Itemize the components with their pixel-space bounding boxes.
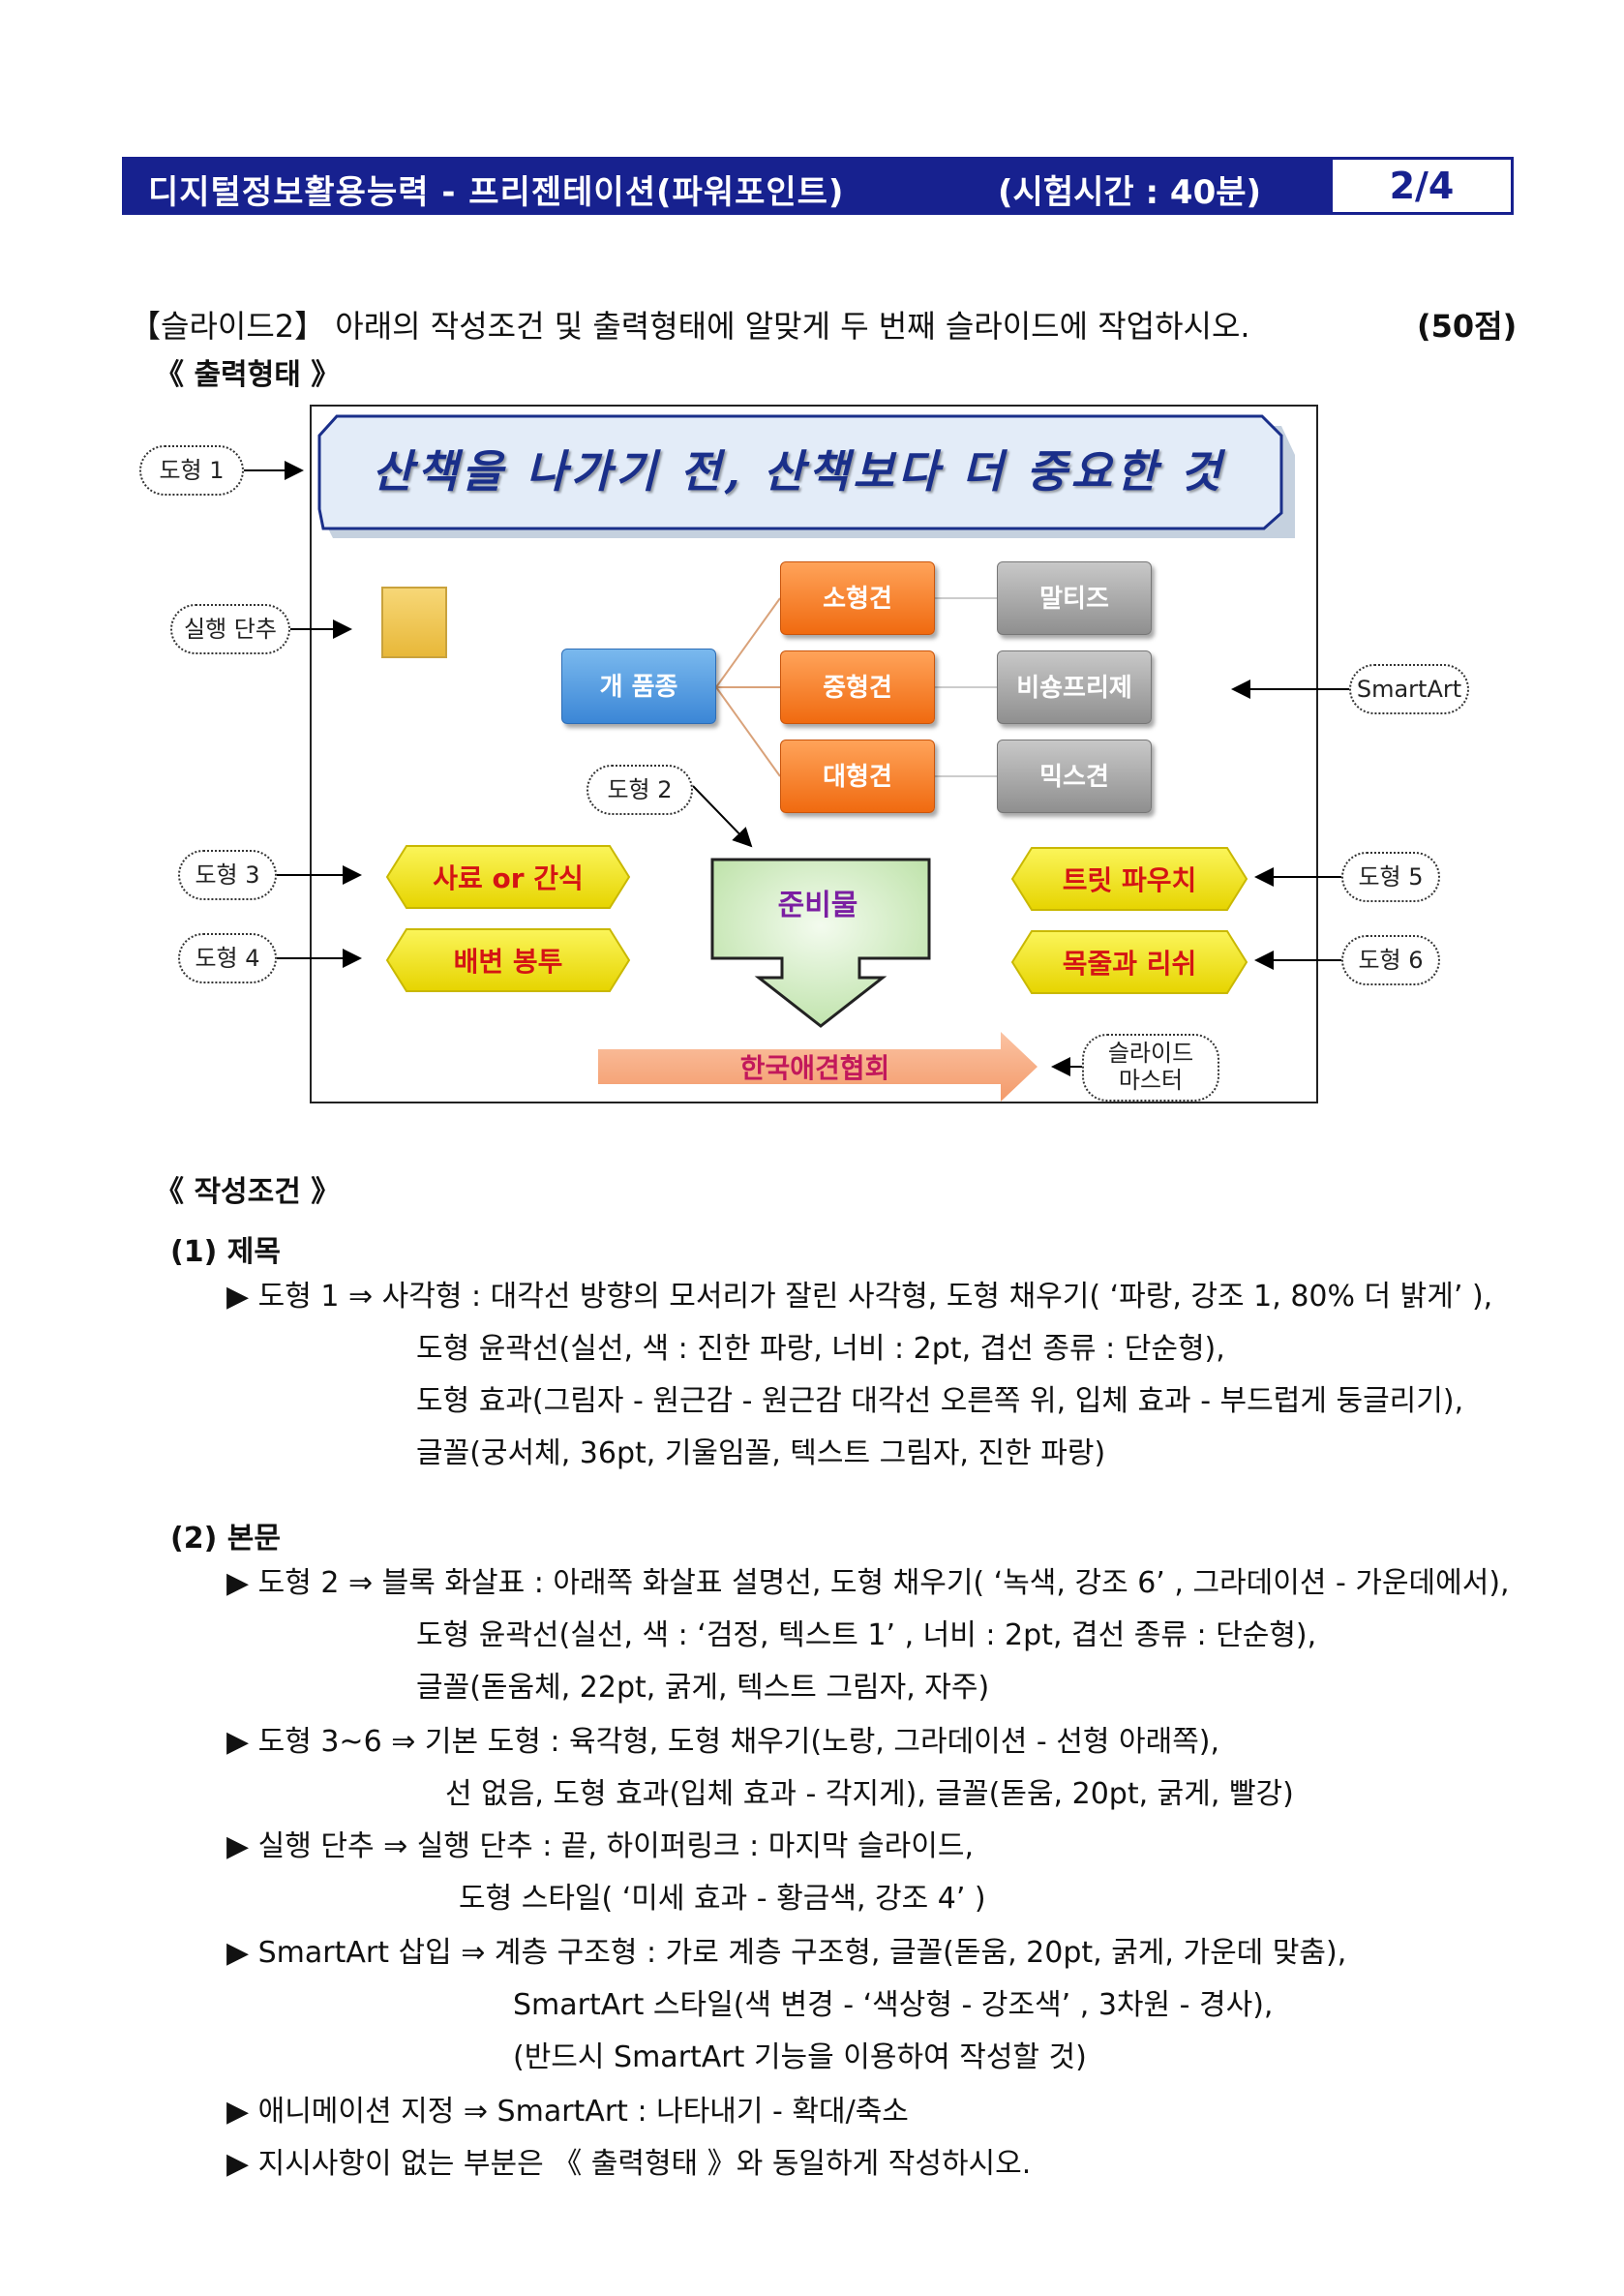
sec2-line9: SmartArt 스타일(색 변경 - ‘색상형 - 강조색’ , 3차원 - … [513, 1988, 1274, 2022]
shape5-label: 트릿 파우치 [1062, 864, 1197, 896]
sec1-line3: 도형 효과(그림자 - 원근감 - 원근감 대각선 오른쪽 위, 입체 효과 -… [416, 1384, 1464, 1418]
sec2-line7: 도형 스타일( ‘미세 효과 - 황금색, 강조 4’ ) [459, 1882, 986, 1916]
shape6-label: 목줄과 리쉬 [1062, 948, 1197, 980]
smartart-root-node: 개 품종 [561, 649, 716, 724]
smartart-node-mix: 믹스견 [997, 740, 1152, 813]
callout-shape4: 도형 4 [178, 933, 277, 983]
callout-slide-master: 슬라이드 마스터 [1082, 1034, 1219, 1102]
callout-master-line1: 슬라이드 [1107, 1040, 1194, 1067]
page-number: 2/4 [1333, 160, 1511, 212]
callout-master-line2: 마스터 [1118, 1067, 1184, 1094]
sec2-line10: (반드시 SmartArt 기능을 이용하여 작성할 것) [513, 2040, 1087, 2074]
shape3-label: 사료 or 간식 [433, 862, 584, 894]
master-text: 한국애견협회 [739, 1052, 890, 1084]
slide-title: 산책을 나가기 전, 산책보다 더 중요한 것 [372, 445, 1225, 498]
conditions-heading: 《 작성조건 》 [155, 1175, 341, 1209]
sec2-line1: ▶ 도형 2 ⇒ 블록 화살표 : 아래쪽 화살표 설명선, 도형 채우기( ‘… [226, 1566, 1510, 1600]
smartart-connectors [715, 597, 997, 777]
action-button-end[interactable] [381, 587, 447, 658]
sec2-line2: 도형 윤곽선(실선, 색 : ‘검정, 텍스트 1’ , 너비 : 2pt, 겹… [416, 1618, 1317, 1652]
sec2-line6: ▶ 실행 단추 ⇒ 실행 단추 : 끝, 하이퍼링크 : 마지막 슬라이드, [226, 1829, 974, 1863]
section2-title: (2) 본문 [170, 1522, 281, 1556]
shape5-hexagon [1010, 847, 1248, 911]
exam-time: (시험시간 : 40분) [998, 173, 1262, 212]
shape2-down-arrow-callout [710, 858, 931, 1028]
sec2-line12: ▶ 지시사항이 없는 부분은 《 출력형태 》와 동일하게 작성하시오. [226, 2147, 1032, 2181]
callout-arrows [244, 461, 1349, 1076]
shape2-label: 준비물 [777, 889, 858, 922]
output-heading: 《 출력형태 》 [155, 358, 341, 392]
callout-smartart: SmartArt [1349, 664, 1469, 714]
sec2-line5: 선 없음, 도형 효과(입체 효과 - 각지게), 글꼴(돋움, 20pt, 굵… [445, 1777, 1294, 1811]
exam-title: 디지털정보활용능력 - 프리젠테이션(파워포인트) [148, 173, 845, 212]
callout-shape5: 도형 5 [1341, 852, 1440, 902]
sec2-line11: ▶ 애니메이션 지정 ⇒ SmartArt : 나타내기 - 확대/축소 [226, 2095, 909, 2129]
shape4-hexagon [385, 928, 631, 992]
sec2-line3: 글꼴(돋움체, 22pt, 굵게, 텍스트 그림자, 자주) [416, 1671, 990, 1705]
callout-action-button: 실행 단추 [170, 604, 290, 654]
sec1-line4: 글꼴(궁서체, 36pt, 기울임꼴, 텍스트 그림자, 진한 파랑) [416, 1436, 1106, 1470]
callout-shape1: 도형 1 [139, 445, 244, 496]
sec1-line1: ▶ 도형 1 ⇒ 사각형 : 대각선 방향의 모서리가 잘린 사각형, 도형 채… [226, 1280, 1493, 1314]
task-instruction: 【슬라이드2】 아래의 작성조건 및 출력형태에 알맞게 두 번째 슬라이드에 … [130, 308, 1250, 345]
shape3-hexagon [385, 845, 631, 909]
sec1-line2: 도형 윤곽선(실선, 색 : 진한 파랑, 너비 : 2pt, 겹선 종류 : … [416, 1332, 1225, 1366]
shape4-label: 배변 봉투 [453, 946, 563, 978]
smartart-node-small: 소형견 [780, 561, 935, 635]
task-points: (50점) [1417, 308, 1518, 345]
callout-shape3: 도형 3 [178, 850, 277, 900]
master-arrow [598, 1032, 1038, 1102]
smartart-node-maltese: 말티즈 [997, 561, 1152, 635]
smartart-node-large: 대형견 [780, 740, 935, 813]
section1-title: (1) 제목 [170, 1235, 281, 1269]
sec2-line8: ▶ SmartArt 삽입 ⇒ 계층 구조형 : 가로 계층 구조형, 글꼴(돋… [226, 1936, 1347, 1970]
title-shape [317, 414, 1283, 530]
callout-shape6: 도형 6 [1341, 935, 1440, 985]
shape6-hexagon [1010, 930, 1248, 994]
sec2-line4: ▶ 도형 3~6 ⇒ 기본 도형 : 육각형, 도형 채우기(노랑, 그라데이션… [226, 1725, 1220, 1759]
smartart-node-medium: 중형견 [780, 650, 935, 724]
smartart-node-bichon: 비숑프리제 [997, 650, 1152, 724]
exam-header-bar: 디지털정보활용능력 - 프리젠테이션(파워포인트) (시험시간 : 40분) 2… [122, 157, 1514, 215]
callout-shape2: 도형 2 [586, 765, 693, 815]
